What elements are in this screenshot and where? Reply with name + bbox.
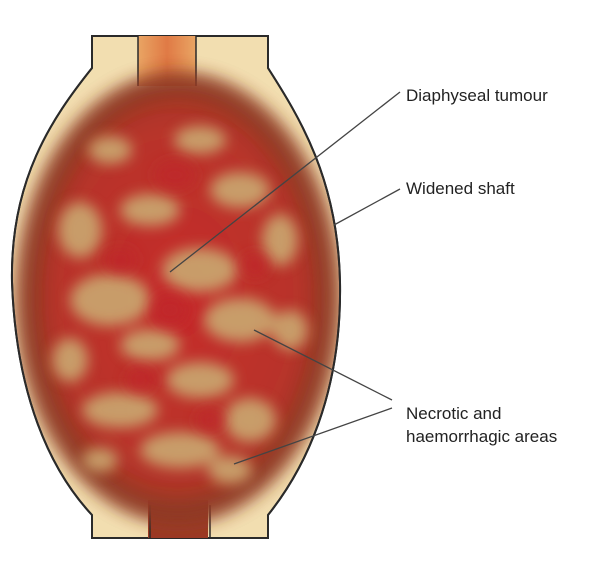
label-widened-shaft: Widened shaft [406,177,515,200]
label-necrotic-line2: haemorrhagic areas [406,425,557,448]
leader-widened-shaft [334,189,400,225]
label-necrotic-line1: Necrotic and [406,402,557,425]
tumour-mass [20,76,336,520]
label-diaphyseal-tumour: Diaphyseal tumour [406,84,548,107]
label-necrotic-areas: Necrotic and haemorrhagic areas [406,402,557,448]
